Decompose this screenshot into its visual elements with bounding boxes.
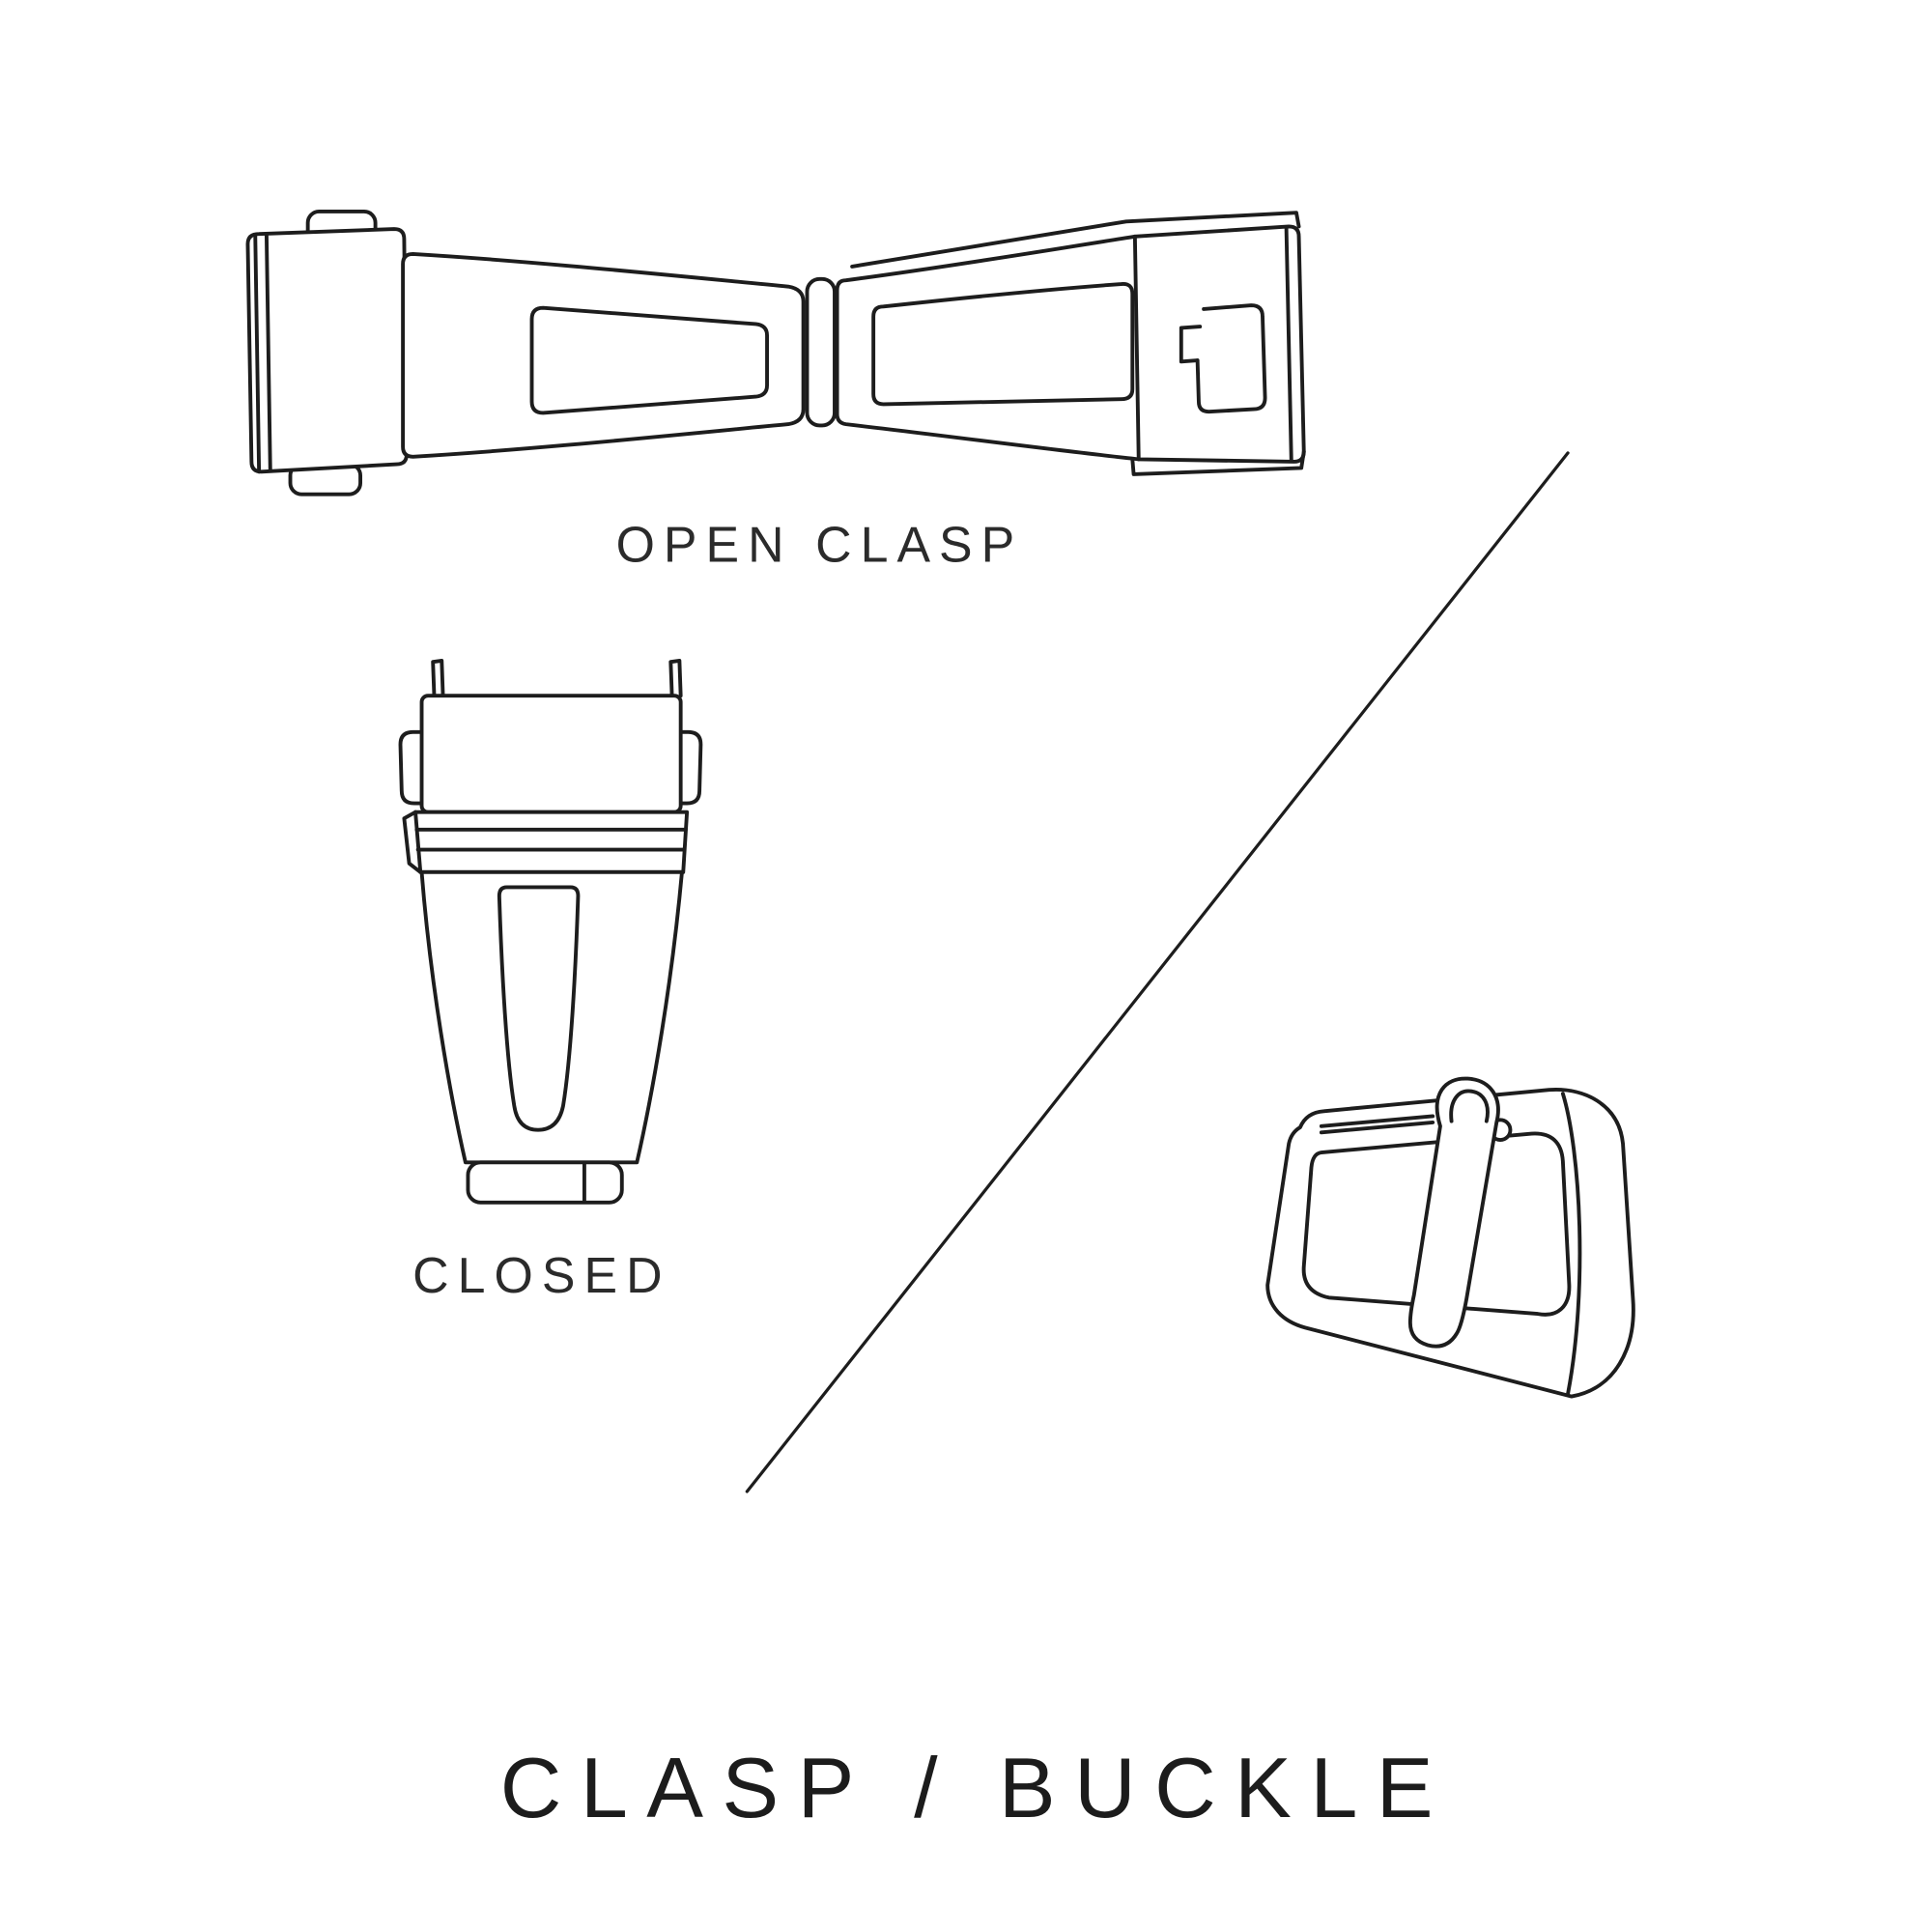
closed-clasp-label: CLOSED: [412, 1247, 670, 1303]
page-title: CLASP / BUCKLE: [500, 1740, 1452, 1835]
tang-buckle-icon: [1265, 1076, 1635, 1399]
open-clasp-label: OPEN CLASP: [616, 517, 1024, 573]
open-clasp-icon: [245, 209, 1306, 497]
closed-clasp-icon: [398, 658, 703, 1205]
divider-line: [745, 451, 1570, 1493]
